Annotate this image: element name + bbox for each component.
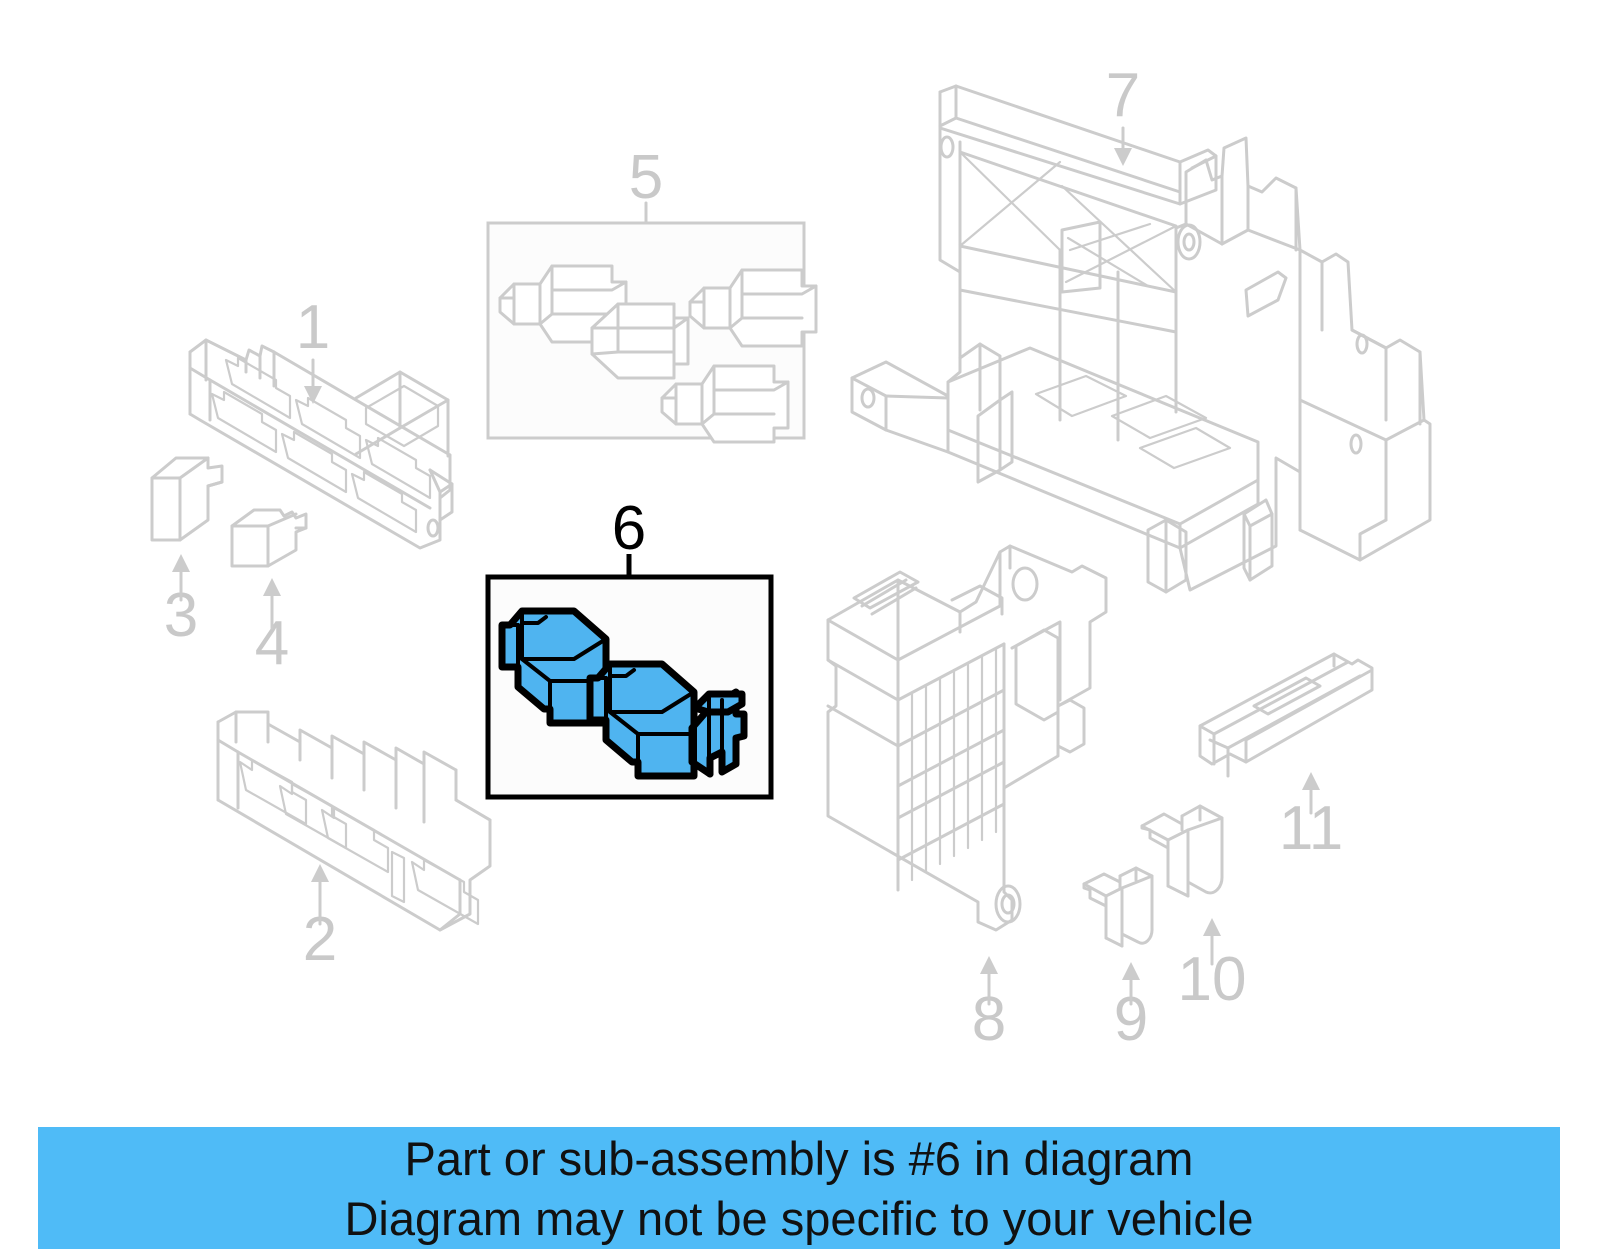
callout-label-5: 5 <box>629 143 663 212</box>
group-box-6-highlighted: 6 <box>485 494 774 800</box>
callout-arrow-11 <box>1302 772 1320 815</box>
callout-arrow-4 <box>263 578 281 630</box>
callout-arrow-9 <box>1122 962 1140 1006</box>
callout-label-6: 6 <box>612 494 646 563</box>
part-11-mounting-rail: 11 <box>1198 652 1374 863</box>
part-9-small-blade-fuse: 9 <box>1082 866 1154 1054</box>
banner-line-2: Diagram may not be specific to your vehi… <box>344 1192 1254 1245</box>
callout-arrow-10 <box>1203 918 1221 966</box>
group-box-5: 5 <box>486 143 818 444</box>
part-1-upper-fuse-rail: 1 <box>188 293 454 550</box>
callout-arrow-3 <box>172 554 190 602</box>
callout-label-1: 1 <box>296 293 330 362</box>
part-4-flat-relay: 4 <box>230 508 308 678</box>
part-2-lower-fuse-rail: 2 <box>216 710 492 974</box>
part-8-junction-block: 8 <box>826 544 1108 1054</box>
callout-arrow-8 <box>980 956 998 1006</box>
gray-relay-2 <box>590 302 690 380</box>
callout-label-7: 7 <box>1106 61 1140 130</box>
part-7-bracket-frame: 7 <box>850 61 1432 594</box>
callout-arrow-7 <box>1114 126 1132 166</box>
part-3-cube-relay: 3 <box>150 456 224 650</box>
part-10-large-blade-fuse: 10 <box>1140 804 1246 1014</box>
banner-line-1: Part or sub-assembly is #6 in diagram <box>404 1132 1194 1185</box>
disclaimer-banner: Part or sub-assembly is #6 in diagram Di… <box>38 1127 1560 1249</box>
callout-arrow-1 <box>304 358 322 404</box>
callout-arrow-2 <box>311 864 329 926</box>
highlighted-bracket-clip <box>688 688 748 778</box>
